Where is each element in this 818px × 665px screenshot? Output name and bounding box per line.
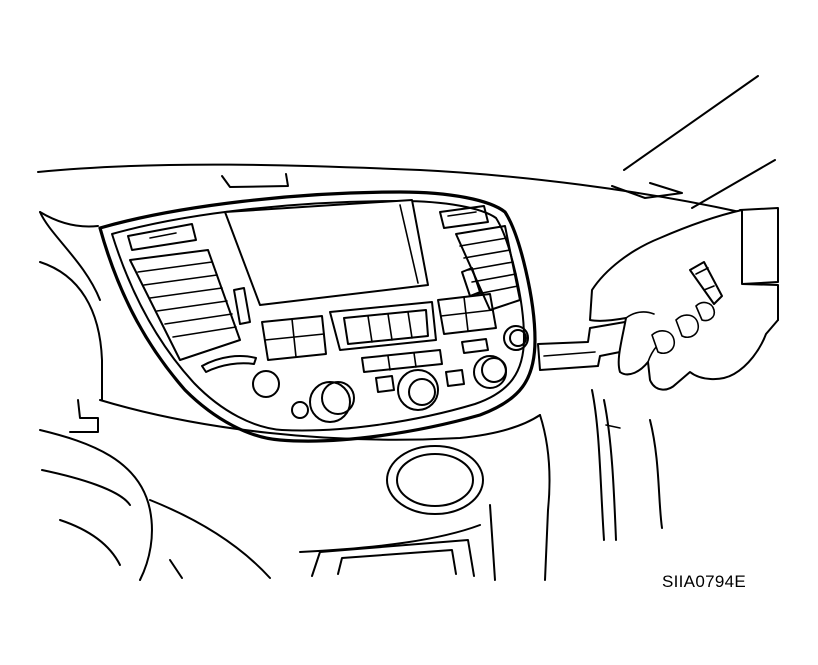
control-knobs [252,325,529,423]
technician-hand [589,207,779,391]
left-switch-block [261,315,327,361]
windshield-pillar [623,75,776,209]
figure-reference-code: SIIA0794E [662,572,746,591]
lower-left-trim [41,469,131,566]
display-screen [224,199,429,306]
center-console [299,414,551,581]
dashboard-top [37,163,741,213]
right-air-vent [439,205,521,311]
round-air-vent [386,445,484,515]
lower-button-row [361,349,465,393]
left-air-vent [127,223,241,361]
right-switch-block [437,293,497,354]
audio-control-block [329,301,437,351]
removal-tool [537,321,631,371]
cluster-bezel [98,190,537,443]
cluster-side-details [201,267,481,373]
dashboard-left-side [39,211,541,581]
